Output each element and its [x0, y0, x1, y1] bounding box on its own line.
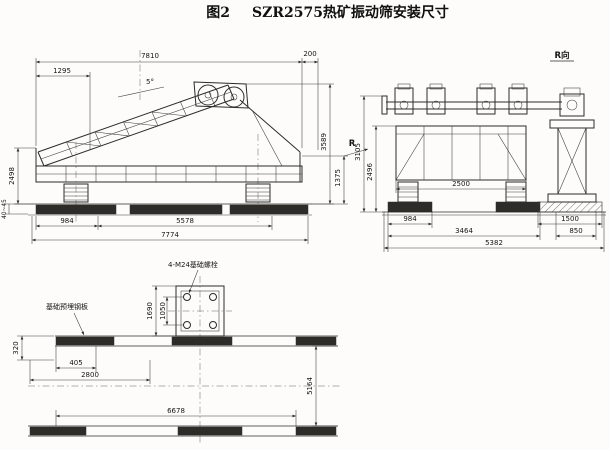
plan-view: 4-M24基础螺栓 基础预埋钢板 1690 1050 320 405	[12, 260, 340, 444]
dim-1050: 1050	[159, 302, 167, 320]
figure-number: 图2	[206, 5, 230, 21]
foundation-pad	[229, 204, 309, 215]
end-spring-right	[505, 181, 527, 203]
page-title: SZR2575热矿振动筛安装尺寸	[252, 4, 449, 21]
dim-angle: 5°	[146, 78, 154, 86]
note-anchor-bolt: 4-M24基础螺栓	[168, 260, 218, 269]
dim-6678: 6678	[167, 407, 185, 415]
anchor-bolt	[183, 293, 191, 301]
r-arrow-label: R	[349, 139, 356, 149]
plan-top-rail	[55, 335, 338, 347]
anchor-bolt	[209, 293, 217, 301]
dim-1500: 1500	[561, 215, 579, 223]
plan-notes: 4-M24基础螺栓 基础预埋钢板	[46, 260, 218, 336]
side-dimensions: 7810 1295 200 5° 2498 3589 1375	[2, 50, 348, 244]
view-r-label: R向	[554, 50, 569, 61]
foundation-pad	[171, 336, 233, 346]
foundation-pad	[495, 201, 541, 213]
foundation-pad	[29, 426, 87, 436]
end-spring-left	[397, 181, 419, 203]
screen-body	[395, 125, 527, 181]
dim-200: 200	[303, 50, 316, 58]
dim-1690: 1690	[146, 302, 154, 320]
dim-2496: 2496	[366, 163, 374, 181]
end-view: R向 R	[343, 50, 606, 252]
dim-2498: 2498	[8, 167, 16, 185]
foundation-pad	[387, 201, 433, 213]
end-view-label: R向	[550, 50, 574, 62]
exciter-bearing	[223, 86, 245, 108]
spring-left	[63, 183, 89, 203]
dim-2500: 2500	[452, 180, 470, 188]
foundation-pad	[129, 204, 223, 215]
dim-3464: 3464	[455, 227, 473, 235]
foundation-pad	[177, 426, 243, 436]
side-foundation	[28, 203, 312, 216]
exciter-bearing	[197, 84, 219, 106]
side-machine	[35, 50, 303, 222]
figure-title: 图2 SZR2575热矿振动筛安装尺寸	[206, 4, 449, 21]
foundation-pad	[55, 336, 115, 346]
end-machine	[381, 83, 597, 203]
end-foundation	[382, 201, 606, 216]
dim-320: 320	[12, 341, 20, 354]
dim-3105: 3105	[354, 143, 362, 161]
anchor-bolt	[209, 321, 217, 329]
bearing-blocks	[394, 83, 528, 115]
dim-1375: 1375	[334, 169, 342, 187]
note-embedded-plate: 基础预埋钢板	[46, 302, 88, 311]
side-view: 7810 1295 200 5° 2498 3589 1375	[2, 50, 348, 244]
dim-850: 850	[569, 227, 582, 235]
plan-bottom-rail	[28, 425, 338, 437]
dim-5382: 5382	[485, 239, 503, 247]
dim-3589: 3589	[320, 133, 328, 151]
dim-984-end: 984	[403, 215, 417, 223]
drive-pedestal	[547, 87, 597, 203]
dim-5164: 5164	[306, 377, 314, 395]
dim-40-45: 40~45	[2, 199, 8, 219]
dim-405: 405	[69, 359, 82, 367]
spring-right	[245, 183, 271, 203]
end-dimensions: 2500 3105 2496 984 1500 3464	[354, 95, 605, 252]
dim-7810: 7810	[141, 52, 159, 60]
dim-5578: 5578	[176, 217, 194, 225]
foundation-pad	[35, 204, 117, 215]
foundation-pad	[295, 426, 337, 436]
plan-dimensions: 1690 1050 320 405 2800 6678	[12, 285, 338, 427]
anchor-bolt-group	[168, 285, 232, 337]
foundation-pad	[295, 336, 337, 346]
dim-1295: 1295	[53, 67, 71, 75]
dim-984: 984	[60, 217, 74, 225]
dim-7774: 7774	[161, 231, 179, 239]
dim-2800: 2800	[81, 371, 99, 379]
exciter-housing	[193, 81, 249, 109]
foundation-pad	[537, 201, 603, 213]
anchor-bolt	[183, 321, 191, 329]
